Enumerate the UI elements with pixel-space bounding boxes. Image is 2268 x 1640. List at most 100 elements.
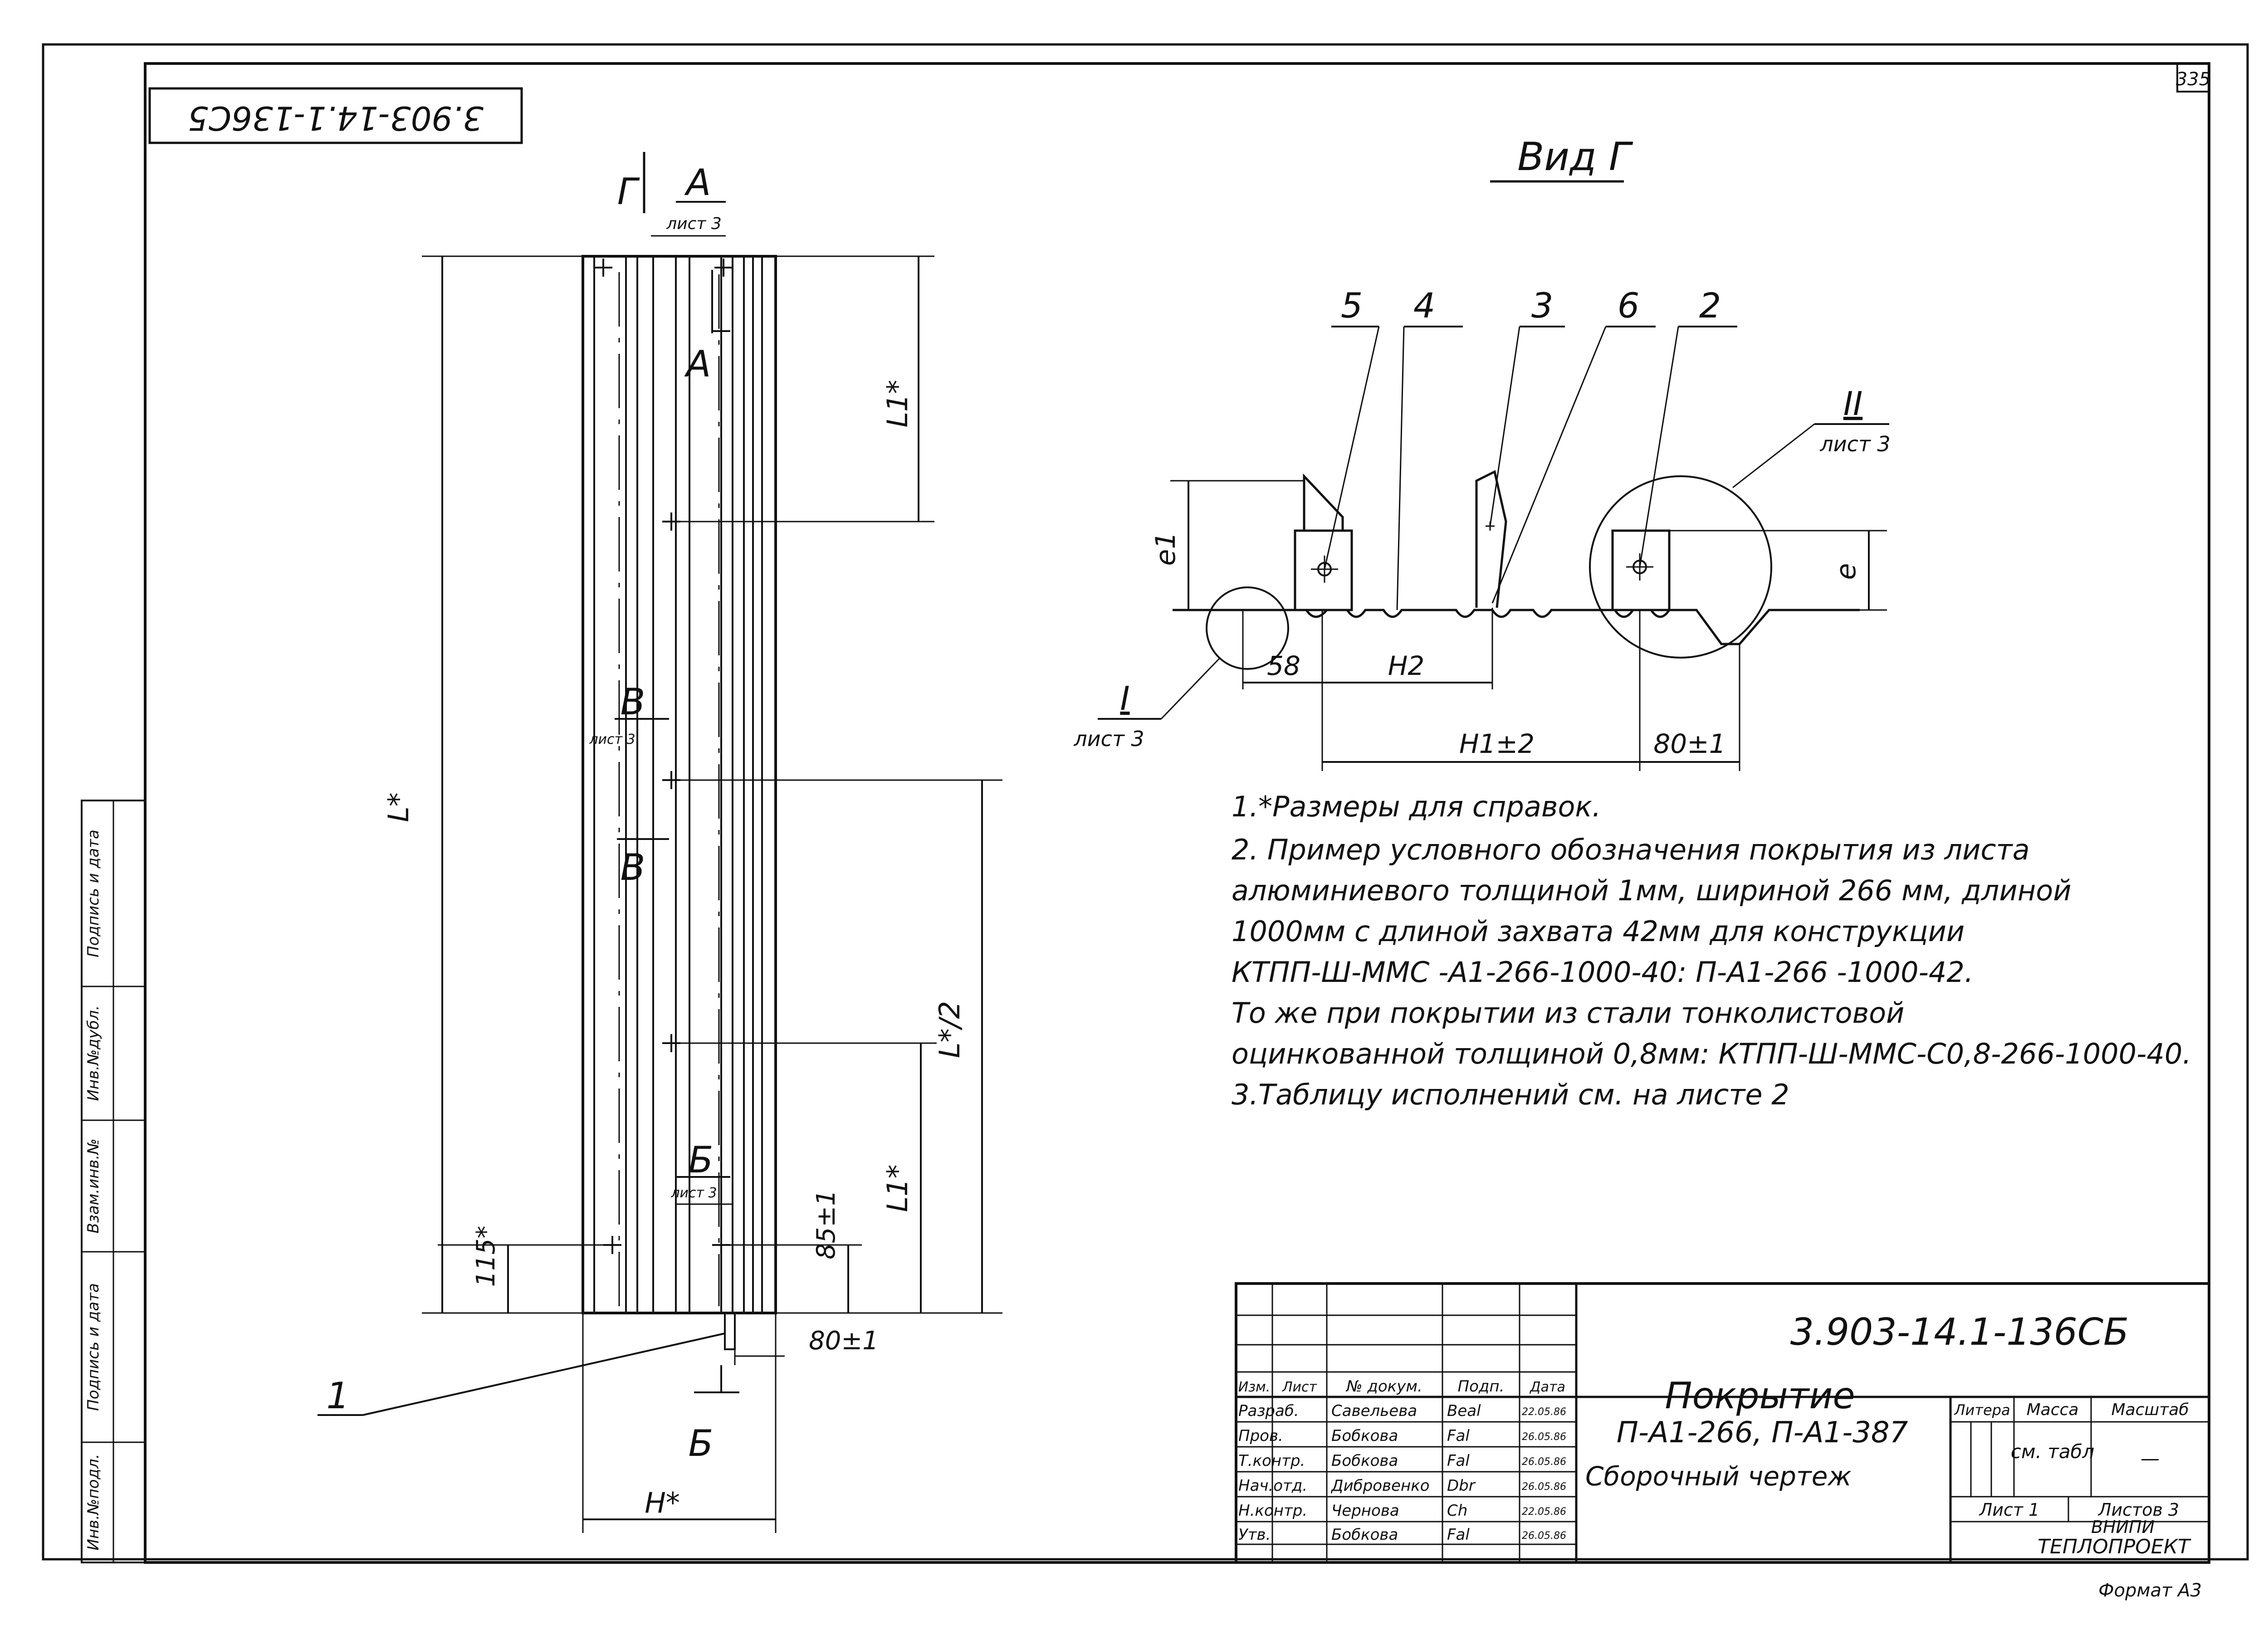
- dim-e1: e1: [1150, 532, 1182, 566]
- tb-date: 22.05.86: [1522, 1506, 1566, 1518]
- tb-role: Т.контр.: [1238, 1452, 1305, 1470]
- position-4: 4: [1413, 285, 1435, 326]
- dim-e: e: [1830, 563, 1862, 580]
- page-number: 335: [2176, 69, 2210, 90]
- stamp-code-box: 3.903-14.1-136С5: [148, 87, 523, 144]
- view-G-mark: Г: [617, 171, 640, 213]
- tb-role: Нач.отд.: [1238, 1477, 1307, 1495]
- tb-title: П-А1-266, П-А1-387: [1617, 1416, 1908, 1450]
- dim-L1-top: L1*: [881, 380, 914, 428]
- tb-sheet: Лист 1: [1979, 1500, 2040, 1520]
- section-B-ref: лист 3: [670, 1185, 717, 1201]
- view-G: Вид Г 5 4 3 6: [1073, 134, 1891, 771]
- note-line: 2. Пример условного обозначения покрытия…: [1232, 833, 2030, 866]
- tb-name: Бобкова: [1331, 1452, 1398, 1470]
- tb-massa-label: Масса: [2027, 1401, 2079, 1419]
- tb-doc-code: 3.903-14.1-136СБ: [1790, 1311, 2129, 1354]
- dim-L-half: L*/2: [933, 1001, 966, 1058]
- tb-masshtab-value: —: [2141, 1447, 2160, 1469]
- tb-sign: Fal: [1447, 1427, 1470, 1445]
- tb-name: Дибровенко: [1330, 1477, 1430, 1495]
- tb-sign: Fal: [1447, 1526, 1470, 1544]
- tb-sheets: Листов 3: [2097, 1500, 2179, 1520]
- callout-I: I: [1120, 679, 1129, 718]
- side-strip-cell: Инв.№подл.: [84, 1454, 103, 1551]
- section-A-mark: А: [684, 161, 711, 204]
- side-strip-cell: Подпись и дата: [84, 830, 103, 957]
- note-line: 3.Таблицу исполнений см. на листе 2: [1232, 1078, 1789, 1111]
- sheet-format: Формат А3: [2098, 1580, 2202, 1601]
- tb-org: ВНИПИ: [2091, 1517, 2155, 1537]
- note-line: 1000мм с длиной захвата 42мм для констру…: [1232, 915, 1965, 948]
- tb-header: № докум.: [1345, 1377, 1422, 1396]
- tb-date: 26.05.86: [1522, 1481, 1566, 1493]
- section-A-ref: лист 3: [666, 215, 722, 233]
- stamp-code: 3.903-14.1-136С5: [188, 99, 484, 137]
- tb-sign: Fal: [1447, 1452, 1470, 1470]
- view-title: Вид Г: [1517, 134, 1633, 180]
- position-6: 6: [1618, 285, 1639, 326]
- tb-title: Покрытие: [1665, 1375, 1855, 1417]
- tb-masshtab-label: Масштаб: [2111, 1401, 2189, 1419]
- dim-H1: H1±2: [1459, 728, 1535, 759]
- note-line: То же при покрытии из стали тонколистово…: [1232, 996, 1904, 1030]
- section-V-ref: лист 3: [589, 732, 635, 747]
- section-V-mark: В: [621, 681, 645, 723]
- note-line: оцинкованной толщиной 0,8мм: КТПП-Ш-ММС-…: [1232, 1037, 2191, 1070]
- section-B-mark: Б: [689, 1139, 714, 1181]
- tb-title: Сборочный чертеж: [1585, 1461, 1852, 1492]
- tb-header: Дата: [1529, 1379, 1565, 1395]
- dim-85: 85±1: [811, 1190, 841, 1259]
- dim-115: 115*: [471, 1226, 501, 1287]
- tb-role: Утв.: [1238, 1526, 1271, 1544]
- title-block: Изм. Лист № докум. Подп. Дата Разраб. Са…: [1235, 1282, 2210, 1564]
- section-B-mark: Б: [689, 1422, 714, 1464]
- side-strip-cell: Инв.№дубл.: [84, 1005, 103, 1101]
- tb-org: ТЕПЛОПРОЕКТ: [2038, 1535, 2191, 1558]
- side-strip-cell: Взам.инв.№: [84, 1138, 103, 1233]
- tb-date: 22.05.86: [1522, 1406, 1566, 1418]
- side-strip: Инв.№подл. Подпись и дата Взам.инв.№ Инв…: [81, 800, 146, 1563]
- tb-name: Савельева: [1331, 1402, 1417, 1420]
- note-line: алюминиевого толщиной 1мм, шириной 266 м…: [1232, 874, 2072, 907]
- plan-view: Г А лист 3 А В лист 3 В Б лист 3 Б L* L1…: [318, 152, 1002, 1533]
- tb-litera-label: Литера: [1954, 1401, 2010, 1419]
- callout-I-ref: лист 3: [1073, 727, 1144, 751]
- tb-header: Лист: [1282, 1379, 1318, 1395]
- tb-header: Изм.: [1238, 1379, 1271, 1395]
- tb-sign: Ch: [1447, 1502, 1467, 1520]
- tb-name: Бобкова: [1331, 1427, 1398, 1445]
- leader-1-label: 1: [327, 1375, 350, 1417]
- callout-II-ref: лист 3: [1819, 432, 1890, 456]
- tb-sign: Dbr: [1447, 1477, 1476, 1495]
- tb-role: Пров.: [1238, 1427, 1283, 1445]
- fastener-marks: [594, 259, 733, 1254]
- dim-H2: H2: [1388, 650, 1425, 681]
- side-strip-cell: Подпись и дата: [84, 1283, 103, 1411]
- dim-L1-bottom: L1*: [881, 1165, 914, 1212]
- tb-date: 26.05.86: [1522, 1431, 1566, 1443]
- tb-massa-value: см. табл: [2011, 1440, 2094, 1463]
- callout-II: II: [1843, 385, 1862, 423]
- position-3: 3: [1531, 285, 1553, 326]
- note-line: КТПП-Ш-ММС -А1-266-1000-40: П-А1-266 -10…: [1232, 956, 1974, 989]
- dim-58: 58: [1267, 650, 1300, 681]
- note-line: 1.*Размеры для справок.: [1232, 790, 1601, 823]
- tb-name: Чернова: [1331, 1502, 1399, 1520]
- dim-L: L*: [382, 792, 415, 822]
- position-5: 5: [1341, 285, 1363, 326]
- notes: 1.*Размеры для справок. 2. Пример условн…: [1232, 790, 2191, 1111]
- section-A-mark: А: [684, 343, 711, 385]
- tb-header: Подп.: [1458, 1377, 1505, 1396]
- tb-sign: Beal: [1447, 1402, 1481, 1420]
- tb-role: Н.контр.: [1238, 1502, 1307, 1520]
- tb-date: 26.05.86: [1522, 1530, 1566, 1542]
- section-V-mark: В: [621, 846, 645, 888]
- tb-role: Разраб.: [1238, 1402, 1299, 1420]
- dim-80-view: 80±1: [1653, 728, 1725, 759]
- tb-name: Бобкова: [1331, 1526, 1398, 1544]
- tb-date: 26.05.86: [1522, 1456, 1566, 1468]
- dim-H: H*: [645, 1486, 680, 1519]
- dim-80-plan: 80±1: [809, 1326, 879, 1356]
